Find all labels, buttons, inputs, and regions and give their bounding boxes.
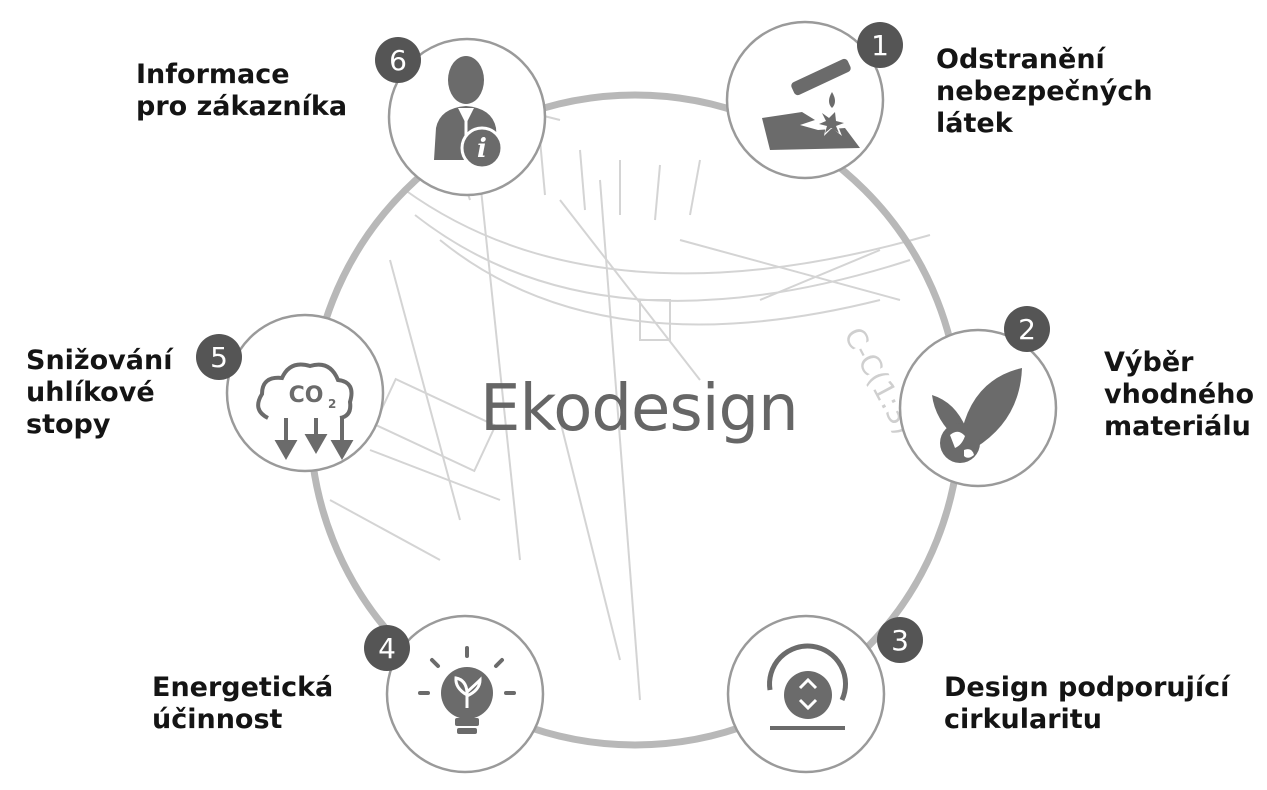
svg-text:CO: CO [289, 383, 324, 408]
step-number-6: 6 [389, 44, 407, 77]
step-label-6-line-1: Informace [136, 59, 290, 90]
step-node-2: 2 [898, 306, 1058, 488]
step-label-5-line-2: uhlíkové [26, 377, 155, 408]
step-label-4-line-1: Energetická [152, 672, 334, 703]
step-node-6: i 6 [375, 37, 547, 197]
step-label-1: Odstranění nebezpečných látek [936, 44, 1153, 140]
step-label-5-line-3: stopy [26, 409, 111, 440]
step-label-6-line-2: pro zákazníka [136, 91, 348, 122]
lightbulb-plant-icon [418, 646, 516, 734]
step-label-4: Energetická účinnost [152, 672, 333, 736]
step-label-1-line-2: nebezpečných [936, 76, 1153, 107]
diagram-title: Ekodesign [480, 372, 799, 446]
step-node-4: 4 [364, 614, 545, 774]
step-label-6: Informace pro zákazníka [136, 59, 347, 123]
step-label-3: Design podporující cirkularitu [944, 672, 1229, 736]
step-node-1: 1 [725, 20, 903, 180]
svg-text:i: i [477, 134, 487, 164]
step-number-2: 2 [1018, 313, 1036, 346]
step-label-5-line-1: Snižování [26, 345, 173, 376]
step-label-4-line-2: účinnost [152, 704, 283, 735]
co2-cloud-icon: CO 2 [256, 362, 354, 461]
person-info-icon: i [434, 56, 504, 170]
leaf-globe-icon [932, 368, 1022, 463]
step-label-2: Výběr vhodného materiálu [1104, 347, 1254, 443]
step-label-5: Snižování uhlíkové stopy [26, 345, 172, 441]
step-number-1: 1 [871, 29, 889, 62]
step-label-2-line-3: materiálu [1104, 411, 1251, 442]
step-label-2-line-2: vhodného [1104, 379, 1255, 410]
step-label-3-line-1: Design podporující [944, 672, 1230, 703]
step-node-3: 3 [726, 614, 923, 774]
step-label-1-line-3: látek [936, 108, 1013, 139]
chemical-hand-icon [762, 58, 860, 150]
step-node-5: CO 2 5 [196, 313, 385, 473]
step-number-3: 3 [891, 624, 909, 657]
step-label-1-line-1: Odstranění [936, 44, 1105, 75]
recycle-circularity-icon [767, 643, 849, 730]
step-label-3-line-2: cirkularitu [944, 704, 1102, 735]
step-number-4: 4 [378, 632, 396, 665]
step-label-2-line-1: Výběr [1104, 347, 1194, 378]
svg-text:2: 2 [328, 397, 336, 411]
step-number-5: 5 [210, 341, 228, 374]
